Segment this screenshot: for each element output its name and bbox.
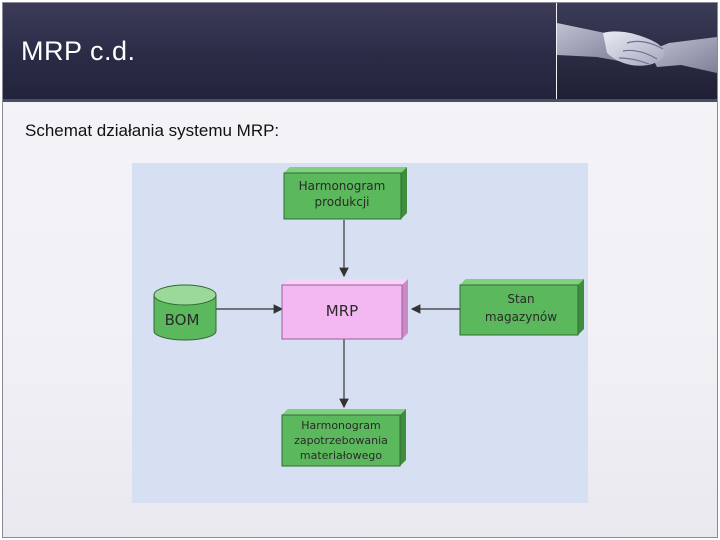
header-divider [3, 99, 717, 102]
node-harmonogram-produkcji-line2: produkcji [314, 195, 369, 209]
node-bom: BOM [153, 284, 217, 341]
node-harmonogram-zapotrzebowania-line2: zapotrzebowania [294, 434, 388, 447]
handshake-image [557, 3, 717, 100]
handshake-icon [557, 3, 717, 100]
slide-subtitle: Schemat działania systemu MRP: [25, 121, 280, 140]
node-stan-magazynow: Stan magazynów [459, 279, 584, 336]
node-harmonogram-produkcji: Harmonogram produkcji [283, 167, 407, 220]
node-harmonogram-produkcji-line1: Harmonogram [299, 179, 386, 193]
node-stan-magazynow-line2: magazynów [485, 310, 557, 324]
node-harmonogram-zapotrzebowania-line3: materiałowego [300, 449, 382, 462]
node-harmonogram-zapotrzebowania: Harmonogram zapotrzebowania materiałoweg… [281, 409, 406, 467]
node-bom-label: BOM [165, 311, 200, 329]
node-stan-magazynow-line1: Stan [507, 292, 534, 306]
header-bar: MRP c.d. [3, 3, 556, 100]
node-mrp-label: MRP [326, 302, 358, 320]
diagram-panel: Harmonogram produkcji MRP BOM Stan magaz… [132, 163, 588, 503]
node-harmonogram-zapotrzebowania-line1: Harmonogram [301, 419, 380, 432]
mrp-diagram: Harmonogram produkcji MRP BOM Stan magaz… [153, 167, 584, 467]
node-mrp: MRP [281, 279, 408, 340]
slide-title: MRP c.d. [21, 36, 136, 66]
